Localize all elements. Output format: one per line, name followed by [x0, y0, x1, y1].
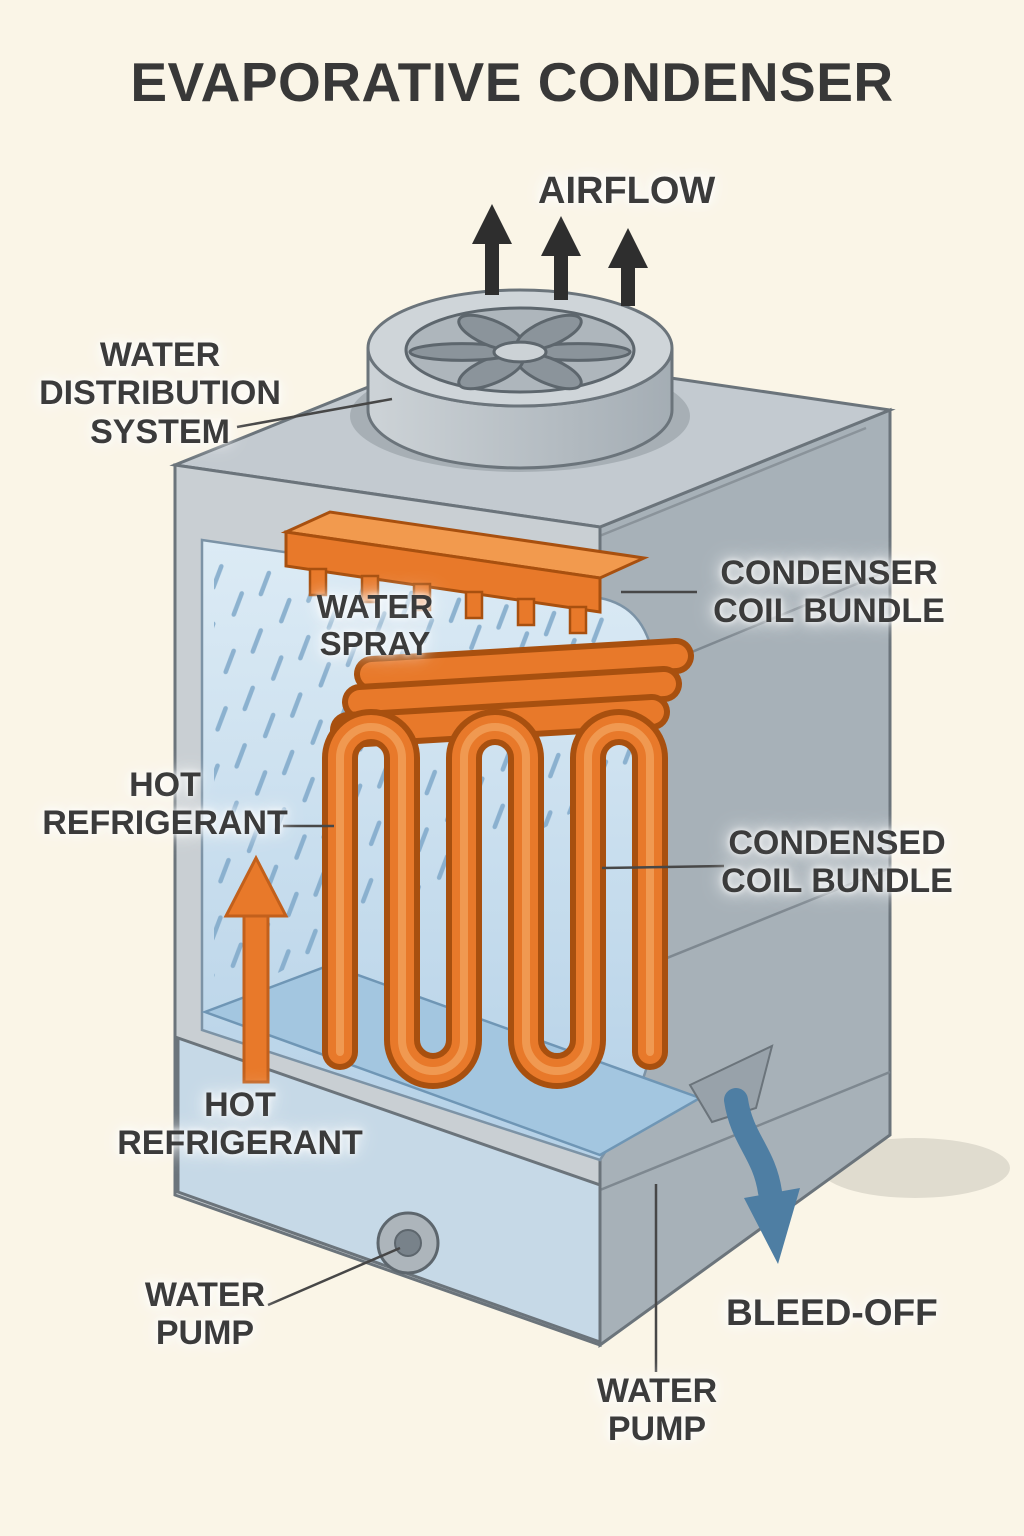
leader-condensed-coil [601, 864, 725, 870]
hot-refrigerant-arrow [223, 854, 289, 1084]
water-pump [376, 1211, 440, 1275]
airflow-arrow [608, 228, 648, 306]
bleed-off-funnel [688, 1044, 774, 1124]
page-title: EVAPORATIVE CONDENSER [130, 51, 894, 113]
water-basin-front [176, 1035, 602, 1345]
fan-blades [410, 312, 630, 393]
label-water-distribution-system: WATER DISTRIBUTION SYSTEM [39, 336, 281, 451]
top-seam-line [596, 426, 867, 539]
label-bleed-off: BLEED-OFF [726, 1292, 938, 1333]
label-water-spray: WATER SPRAY [316, 588, 434, 663]
fan-hub [494, 342, 546, 362]
spray-nozzles [308, 567, 588, 635]
leader-lines [236, 397, 725, 1372]
water-distribution-header [280, 510, 650, 635]
label-water-pump-bottom: WATER PUMP [596, 1372, 718, 1449]
label-condensed-coil-bundle: CONDENSED COIL BUNDLE [721, 824, 953, 901]
airflow-arrow [472, 204, 512, 295]
header-front [284, 530, 602, 614]
label-airflow: AIRFLOW [538, 170, 716, 212]
leader-water-pump-left [267, 1246, 401, 1307]
fan [350, 288, 690, 472]
leader-water-distribution [236, 397, 393, 429]
label-hot-refrigerant-lower: HOT REFRIGERANT [117, 1086, 363, 1163]
airflow-arrows [472, 204, 648, 306]
label-condenser-coil-bundle: CONDENSER COIL BUNDLE [713, 554, 945, 631]
label-water-pump-left: WATER PUMP [144, 1276, 266, 1353]
label-hot-refrigerant-upper: HOT REFRIGERANT [42, 766, 288, 843]
bleed-off-arrow [724, 1088, 800, 1264]
airflow-arrow [541, 216, 581, 300]
condenser-coil [322, 638, 694, 1089]
coil-serpentine-highlight [336, 723, 654, 1075]
